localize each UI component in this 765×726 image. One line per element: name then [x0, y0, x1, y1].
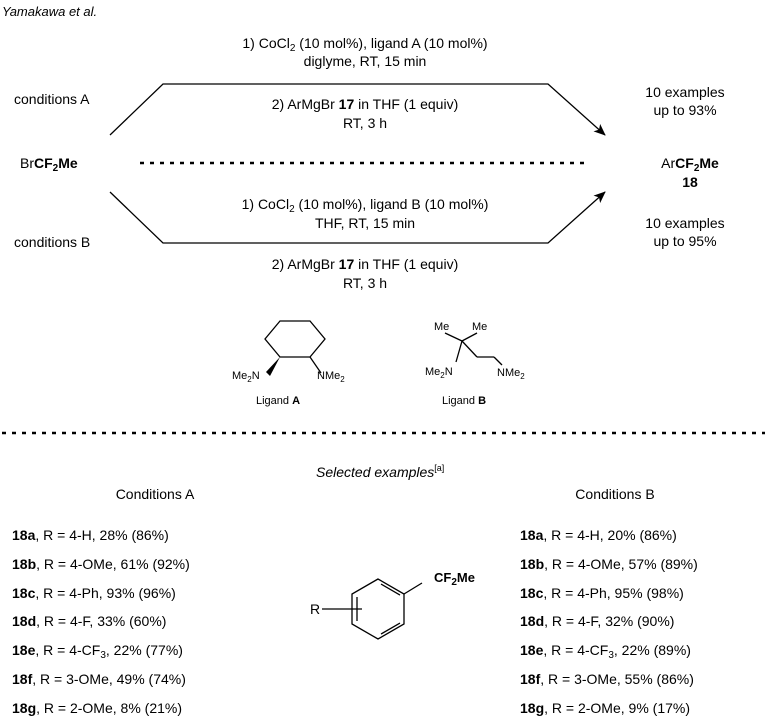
reactant-formula: BrCF2Me	[20, 155, 78, 174]
author-attribution: Yamakawa et al.	[2, 4, 98, 19]
example-row: 18d, R = 4-F, 33% (60%)	[12, 613, 167, 630]
example-row: 18g, R = 2-OMe, 9% (17%)	[520, 699, 691, 716]
aryl-structure	[322, 578, 423, 640]
conditions-a-label: conditions A	[14, 91, 90, 107]
examples-list-b: 18a, R = 4-H, 20% (86%) 18b, R = 4-OMe, …	[520, 524, 698, 726]
example-row: 18e, R = 4-CF3, 22% (89%)	[520, 642, 691, 662]
example-row: 18a, R = 4-H, 28% (86%)	[12, 527, 169, 543]
example-row: 18f, R = 3-OMe, 49% (74%)	[12, 670, 186, 687]
conditions-a-heading: Conditions A	[115, 486, 195, 502]
product-formula: ArCF2Me	[661, 155, 719, 174]
aryl-r-label: R	[310, 601, 321, 617]
ligand-b-methyl-1: Me	[434, 321, 450, 333]
example-row: 18g, R = 2-OMe, 8% (21%)	[12, 699, 183, 716]
ligand-a-structure	[264, 320, 326, 374]
arrow-conditions-a	[109, 83, 606, 136]
ligand-b-nme2-right: NMe2	[497, 367, 525, 381]
aryl-cf2me-label: CF2Me	[434, 570, 475, 588]
conditions-b-step2-line1: 2) ArMgBr 17 in THF (1 equiv)	[271, 256, 459, 272]
conditions-a-step2-line2: RT, 3 h	[342, 115, 388, 131]
conditions-a-result-line2: up to 93%	[653, 102, 717, 118]
example-row: 18c, R = 4-Ph, 93% (96%)	[12, 584, 176, 601]
ligand-a-nme2-right: NMe2	[317, 370, 345, 384]
ligand-a-caption: Ligand A	[256, 395, 301, 407]
example-row: 18b, R = 4-OMe, 61% (92%)	[12, 555, 190, 572]
conditions-a-step1-line2: diglyme, RT, 15 min	[303, 53, 427, 69]
ligand-b-structure	[444, 332, 503, 366]
conditions-a-step2-line1: 2) ArMgBr 17 in THF (1 equiv)	[271, 96, 459, 112]
product-number: 18	[682, 174, 698, 190]
example-row: 18a, R = 4-H, 20% (86%)	[520, 527, 677, 543]
examples-list-a: 18a, R = 4-H, 28% (86%) 18b, R = 4-OMe, …	[12, 524, 190, 726]
conditions-b-step1-line2: THF, RT, 15 min	[314, 215, 416, 231]
example-row: 18d, R = 4-F, 32% (90%)	[520, 613, 675, 630]
arrow-conditions-b	[109, 191, 606, 244]
conditions-b-step2-line2: RT, 3 h	[342, 275, 388, 291]
ligand-b-caption: Ligand B	[442, 395, 487, 407]
example-row: 18c, R = 4-Ph, 95% (98%)	[520, 584, 684, 601]
conditions-b-step1-line1: 1) CoCl2 (10 mol%), ligand B (10 mol%)	[241, 196, 489, 215]
reaction-scheme-lines	[2, 83, 765, 640]
conditions-a-result-line1: 10 examples	[645, 84, 725, 100]
ligand-b-nme2-left: Me2N	[425, 366, 453, 380]
conditions-b-result-line2: up to 95%	[653, 233, 717, 249]
ligand-a-wedge-bond	[266, 357, 280, 376]
conditions-b-result-line1: 10 examples	[645, 215, 725, 231]
ligand-a-nme2-left: Me2N	[232, 370, 260, 384]
ligand-b-methyl-2: Me	[472, 321, 488, 333]
example-row: 18f, R = 3-OMe, 55% (86%)	[520, 670, 694, 687]
examples-title: Selected examples[a]	[316, 463, 445, 480]
conditions-a-step1-line1: 1) CoCl2 (10 mol%), ligand A (10 mol%)	[242, 35, 488, 54]
conditions-b-label: conditions B	[14, 234, 91, 250]
example-row: 18b, R = 4-OMe, 57% (89%)	[520, 555, 698, 572]
example-row: 18e, R = 4-CF3, 22% (77%)	[12, 642, 183, 662]
conditions-b-heading: Conditions B	[575, 486, 655, 502]
